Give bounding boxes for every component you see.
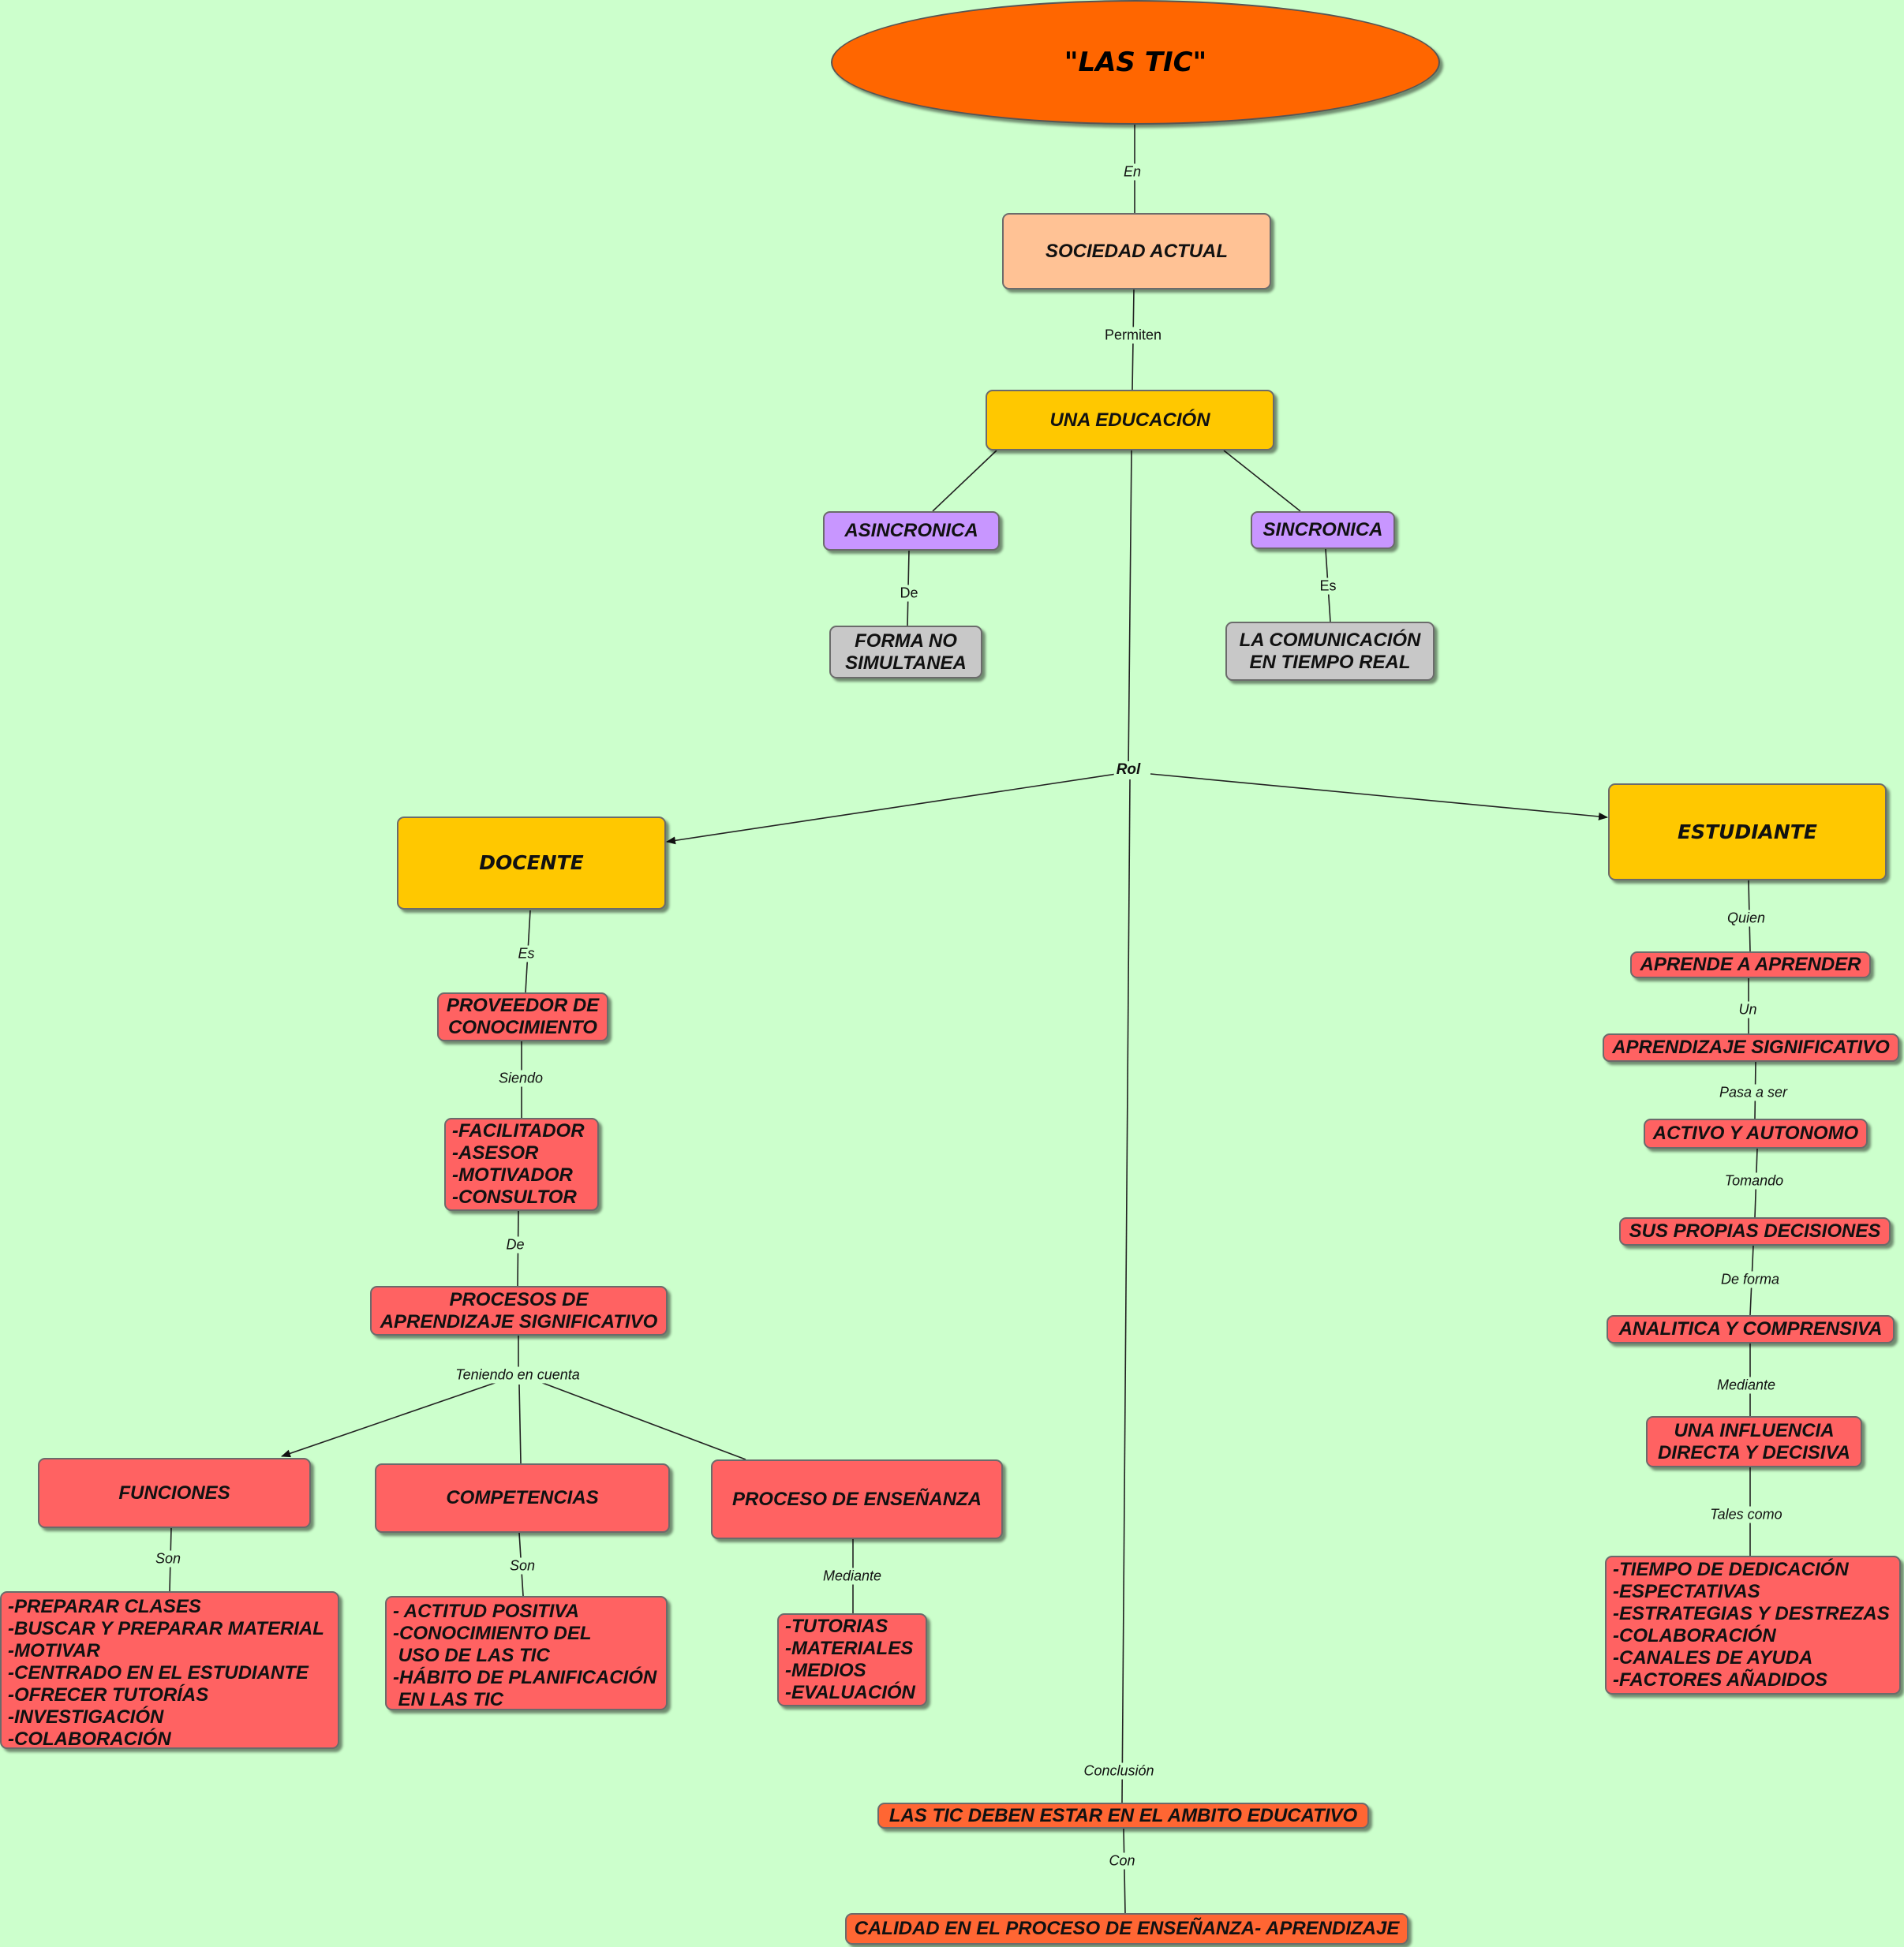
edge-educacion-asincronica bbox=[932, 450, 997, 512]
node-propias-decisiones: SUS PROPIAS DECISIONES bbox=[1619, 1217, 1891, 1246]
link-label-en: En bbox=[1120, 163, 1144, 181]
node-proceso-ensenanza: PROCESO DE ENSEÑANZA bbox=[711, 1459, 1003, 1539]
link-label-quien: Quien bbox=[1724, 910, 1768, 927]
node-funciones-list: -PREPARAR CLASES -BUSCAR Y PREPARAR MATE… bbox=[0, 1591, 339, 1750]
node-facilitador-list: -FACILITADOR -ASESOR -MOTIVADOR -CONSULT… bbox=[444, 1118, 599, 1211]
node-proveedor-conocimiento: PROVEEDOR DE CONOCIMIENTO bbox=[437, 992, 608, 1041]
link-label-mediante-ensenanza: Mediante bbox=[820, 1568, 885, 1585]
node-forma-no-simultanea: FORMA NO SIMULTANEA bbox=[829, 626, 982, 678]
node-una-educacion: UNA EDUCACIÓN bbox=[986, 390, 1274, 450]
node-comunicacion-tiempo-real: LA COMUNICACIÓN EN TIEMPO REAL bbox=[1225, 622, 1435, 681]
node-aprende-a-aprender: APRENDE A APRENDER bbox=[1630, 951, 1871, 978]
link-label-conclusion: Conclusión bbox=[1081, 1762, 1157, 1780]
link-label-de-asincronica: De bbox=[897, 585, 921, 602]
link-label-con: Con bbox=[1106, 1852, 1138, 1870]
edge-hub-ensenanza bbox=[540, 1381, 746, 1460]
link-label-tales-como: Tales como bbox=[1708, 1506, 1785, 1523]
link-label-mediante-estudiante: Mediante bbox=[1714, 1377, 1779, 1394]
edge-rol-conclusion bbox=[1121, 779, 1131, 1803]
link-label-teniendo-en-cuenta: Teniendo en cuenta bbox=[453, 1366, 582, 1384]
link-label-son-funciones: Son bbox=[152, 1550, 184, 1568]
link-label-de-facilitador: De bbox=[503, 1236, 527, 1254]
link-label-es-sincronica: Es bbox=[1317, 577, 1339, 595]
link-label-siendo: Siendo bbox=[496, 1070, 546, 1087]
edge-rol-estudiante bbox=[1150, 773, 1608, 820]
node-competencias: COMPETENCIAS bbox=[375, 1463, 670, 1533]
link-label-de-forma: De forma bbox=[1718, 1271, 1782, 1288]
link-label-es-docente: Es bbox=[515, 945, 537, 962]
node-docente: DOCENTE bbox=[397, 817, 666, 910]
node-activo-autonomo: ACTIVO Y AUTONOMO bbox=[1644, 1119, 1868, 1149]
node-procesos-aprendizaje: PROCESOS DE APRENDIZAJE SIGNIFICATIVO bbox=[370, 1286, 668, 1336]
node-influencia: UNA INFLUENCIA DIRECTA Y DECISIVA bbox=[1646, 1416, 1862, 1467]
node-analitica-comprensiva: ANALITICA Y COMPRENSIVA bbox=[1607, 1315, 1895, 1343]
edge-hub-competencias bbox=[518, 1384, 522, 1464]
link-label-un: Un bbox=[1736, 1001, 1760, 1018]
node-sociedad-actual: SOCIEDAD ACTUAL bbox=[1002, 213, 1271, 290]
node-ensenanza-list: -TUTORIAS -MATERIALES -MEDIOS -EVALUACIÓ… bbox=[777, 1613, 927, 1706]
node-aprendizaje-significativo: APRENDIZAJE SIGNIFICATIVO bbox=[1603, 1033, 1899, 1062]
node-conclusion: LAS TIC DEBEN ESTAR EN EL AMBITO EDUCATI… bbox=[877, 1803, 1369, 1829]
main-title-las-tic: "LAS TIC" bbox=[831, 0, 1440, 125]
edge-hub-funciones bbox=[281, 1381, 498, 1458]
node-calidad: CALIDAD EN EL PROCESO DE ENSEÑANZA- APRE… bbox=[845, 1913, 1408, 1945]
node-estudiante-list: -TIEMPO DE DEDICACIÓN -ESPECTATIVAS -EST… bbox=[1605, 1556, 1901, 1695]
edge-educacion-sincronica bbox=[1223, 450, 1301, 512]
node-competencias-list: - ACTITUD POSITIVA -CONOCIMIENTO DEL USO… bbox=[385, 1596, 668, 1710]
link-label-rol: Rol bbox=[1113, 761, 1143, 779]
link-label-tomando: Tomando bbox=[1722, 1172, 1786, 1190]
node-asincronica: ASINCRONICA bbox=[823, 511, 1000, 551]
edge-rol-docente bbox=[666, 773, 1117, 845]
node-funciones: FUNCIONES bbox=[38, 1458, 311, 1528]
link-label-permiten: Permiten bbox=[1102, 327, 1165, 344]
link-label-pasa-a-ser: Pasa a ser bbox=[1716, 1084, 1790, 1101]
edge-educacion-rol bbox=[1128, 450, 1132, 770]
link-label-son-competencias: Son bbox=[507, 1557, 538, 1575]
edge-conclusion-calidad bbox=[1123, 1828, 1126, 1914]
node-estudiante: ESTUDIANTE bbox=[1608, 783, 1887, 880]
node-sincronica: SINCRONICA bbox=[1251, 511, 1395, 549]
